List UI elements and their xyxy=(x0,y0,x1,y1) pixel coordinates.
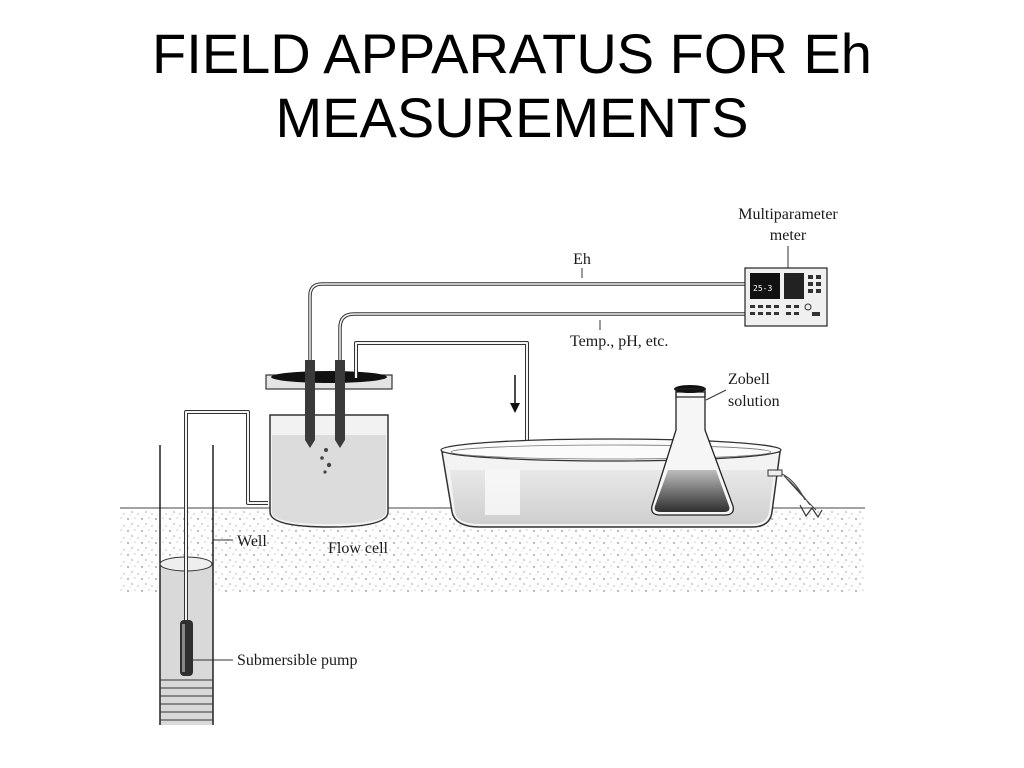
temp-ph-cable xyxy=(338,312,748,360)
submersible-pump xyxy=(180,620,193,676)
flow-cell xyxy=(265,360,393,528)
multiparameter-probe xyxy=(335,360,345,440)
flow-cell-label: Flow cell xyxy=(328,540,389,557)
trough xyxy=(440,438,823,528)
slide-title-line-2: MEASUREMENTS xyxy=(275,86,749,149)
flow-direction-arrow xyxy=(510,375,520,413)
submersible-pump-label: Submersible pump xyxy=(237,652,357,669)
multiparameter-meter: 25-3 xyxy=(744,267,828,327)
slide-title: FIELD APPARATUS FOR Eh MEASUREMENTS xyxy=(0,22,1024,150)
zobell-label-line-1: Zobell xyxy=(728,371,770,388)
zobell-label-line-2: solution xyxy=(728,393,780,410)
leader-lines xyxy=(193,246,789,661)
eh-label: Eh xyxy=(573,251,591,268)
multiparameter-meter-label-line-2: meter xyxy=(770,227,807,244)
zobell-flask xyxy=(651,385,734,516)
meter-display-readout: 25-3 xyxy=(753,284,772,293)
slide-title-line-1: FIELD APPARATUS FOR Eh xyxy=(152,22,872,85)
eh-probe xyxy=(305,360,315,440)
well-label: Well xyxy=(237,533,267,550)
well-screen xyxy=(160,679,213,721)
multiparameter-meter-label-line-1: Multiparameter xyxy=(738,206,838,223)
temp-ph-label: Temp., pH, etc. xyxy=(570,333,668,350)
